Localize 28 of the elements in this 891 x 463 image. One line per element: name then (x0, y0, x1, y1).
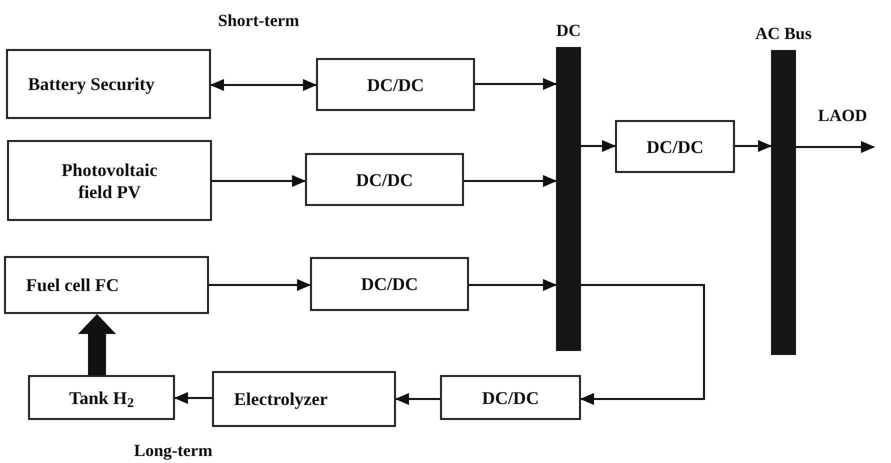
note-label: Short-term (218, 10, 300, 32)
process-box: DC/DC (310, 257, 469, 311)
arrow (469, 279, 557, 291)
arrow (580, 284, 705, 405)
arrow (395, 393, 440, 405)
bus-label: AC Bus (754, 24, 813, 44)
process-box: DC/DC (305, 153, 464, 206)
process-box: DC/DC (615, 120, 735, 173)
process-box: Battery Security (6, 49, 211, 119)
process-box: Fuel cell FC (4, 256, 209, 314)
process-box: Tank H$_{2}$ (28, 375, 175, 420)
arrow (212, 175, 306, 187)
arrow (735, 140, 772, 152)
process-box: DC/DC (316, 58, 475, 111)
arrow (796, 141, 875, 153)
bus-label: DC (555, 21, 582, 41)
process-box: DC/DC (440, 375, 581, 420)
process-box: Electrolyzer (212, 371, 396, 427)
arrow (581, 140, 616, 152)
note-label: Long-term (134, 440, 212, 462)
arrow (174, 392, 212, 404)
arrow (464, 175, 557, 187)
note-label: LAOD (818, 105, 868, 127)
arrow (210, 79, 317, 91)
arrow (475, 78, 557, 90)
arrow (209, 279, 311, 291)
process-box: Photovoltaic field PV (7, 140, 212, 221)
thick-arrow (78, 314, 116, 375)
